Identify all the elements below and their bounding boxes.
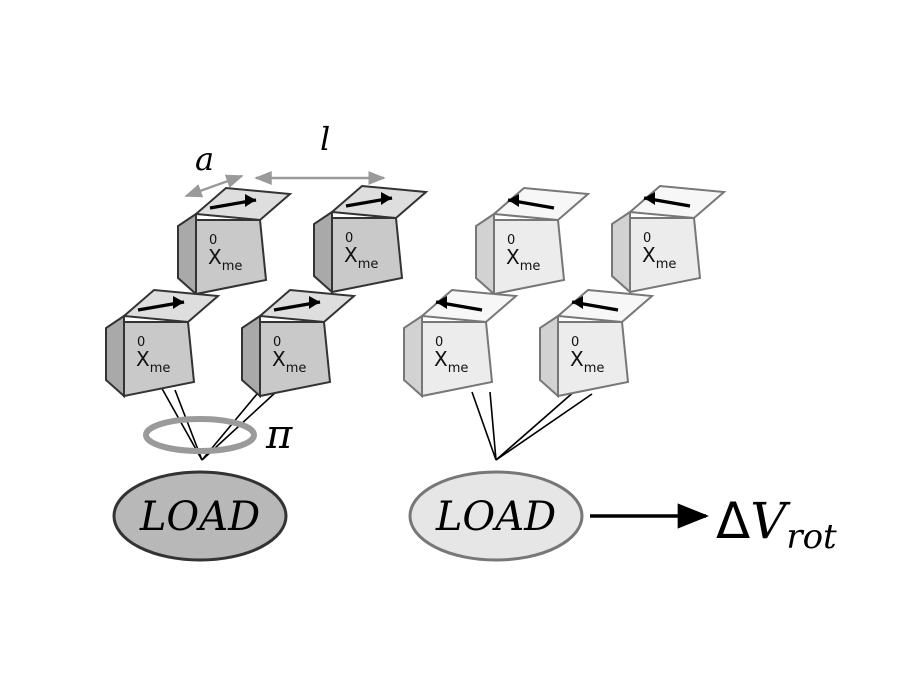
cube-label-superscript: 0 <box>507 233 515 248</box>
cube-label-superscript: 0 <box>273 335 281 350</box>
cube-front-face <box>557 321 630 398</box>
cube-side-face <box>403 314 423 399</box>
cube-top-face <box>419 288 519 324</box>
cube-label-superscript: 0 <box>209 233 217 248</box>
cube-top-face <box>121 288 221 324</box>
right-strings <box>471 389 593 461</box>
cube-label-superscript: 0 <box>435 335 443 350</box>
cube-front-face <box>493 219 566 296</box>
dimension-a-label: a <box>195 140 214 178</box>
left-load-label: LOAD <box>139 494 260 540</box>
cube-side-face <box>105 314 125 399</box>
cube-label: Xme <box>208 245 242 274</box>
magnetization-arrowhead <box>436 296 447 309</box>
cube-label: Xme <box>506 245 540 274</box>
cube-top-face <box>491 186 591 222</box>
cube-front-face <box>331 217 404 294</box>
cube-side-face <box>611 210 631 295</box>
cube-top-face <box>257 288 357 324</box>
cube-front-face <box>259 321 332 398</box>
cube-top-face <box>193 186 293 222</box>
cube-side-face <box>313 210 333 295</box>
dimension-l-label: l <box>320 120 330 158</box>
cube-top-face <box>627 184 727 220</box>
cube-front-face <box>123 321 196 398</box>
v-symbol: V <box>750 492 791 550</box>
cube-front-face <box>421 321 494 398</box>
cube-side-face <box>475 212 495 297</box>
cube-label: Xme <box>136 347 170 376</box>
magnetization-arrowhead <box>508 194 519 207</box>
left-load: LOAD <box>112 470 288 562</box>
cube-front-face <box>195 219 268 296</box>
cube-side-face <box>539 314 559 399</box>
cube-label: Xme <box>570 347 604 376</box>
cube-front-face <box>629 217 702 294</box>
right-load: LOAD <box>408 470 584 562</box>
cube-label-superscript: 0 <box>137 335 145 350</box>
cube-label-superscript: 0 <box>345 231 353 246</box>
magnetization-arrowhead <box>309 296 320 309</box>
magnetization-arrowhead <box>245 194 256 207</box>
cube-label: Xme <box>434 347 468 376</box>
cube-label-superscript: 0 <box>643 231 651 246</box>
cube-label: Xme <box>272 347 306 376</box>
cube-top-face <box>329 184 429 220</box>
magnetization-arrowhead <box>572 296 583 309</box>
cube-top-face <box>555 288 655 324</box>
cube-label: Xme <box>642 243 676 272</box>
magnetization-arrowhead <box>644 192 655 205</box>
cube-side-face <box>241 314 261 399</box>
cube-side-face <box>177 212 197 297</box>
cube-label-superscript: 0 <box>571 335 579 350</box>
rot-subscript: rot <box>786 517 837 557</box>
left-load-ellipse <box>112 470 288 562</box>
dimension-a-arrow <box>184 174 244 198</box>
magnetization-arrowhead <box>173 296 184 309</box>
delta-v-rot-label: ΔVrot <box>716 492 837 557</box>
cube-label: Xme <box>344 243 378 272</box>
right-load-label: LOAD <box>435 494 556 540</box>
magnetization-arrowhead <box>381 192 392 205</box>
rotation-ring <box>143 416 257 454</box>
delta-symbol: Δ <box>716 492 750 550</box>
rotation-pi-label: π <box>265 412 293 458</box>
right-load-ellipse <box>408 470 584 562</box>
